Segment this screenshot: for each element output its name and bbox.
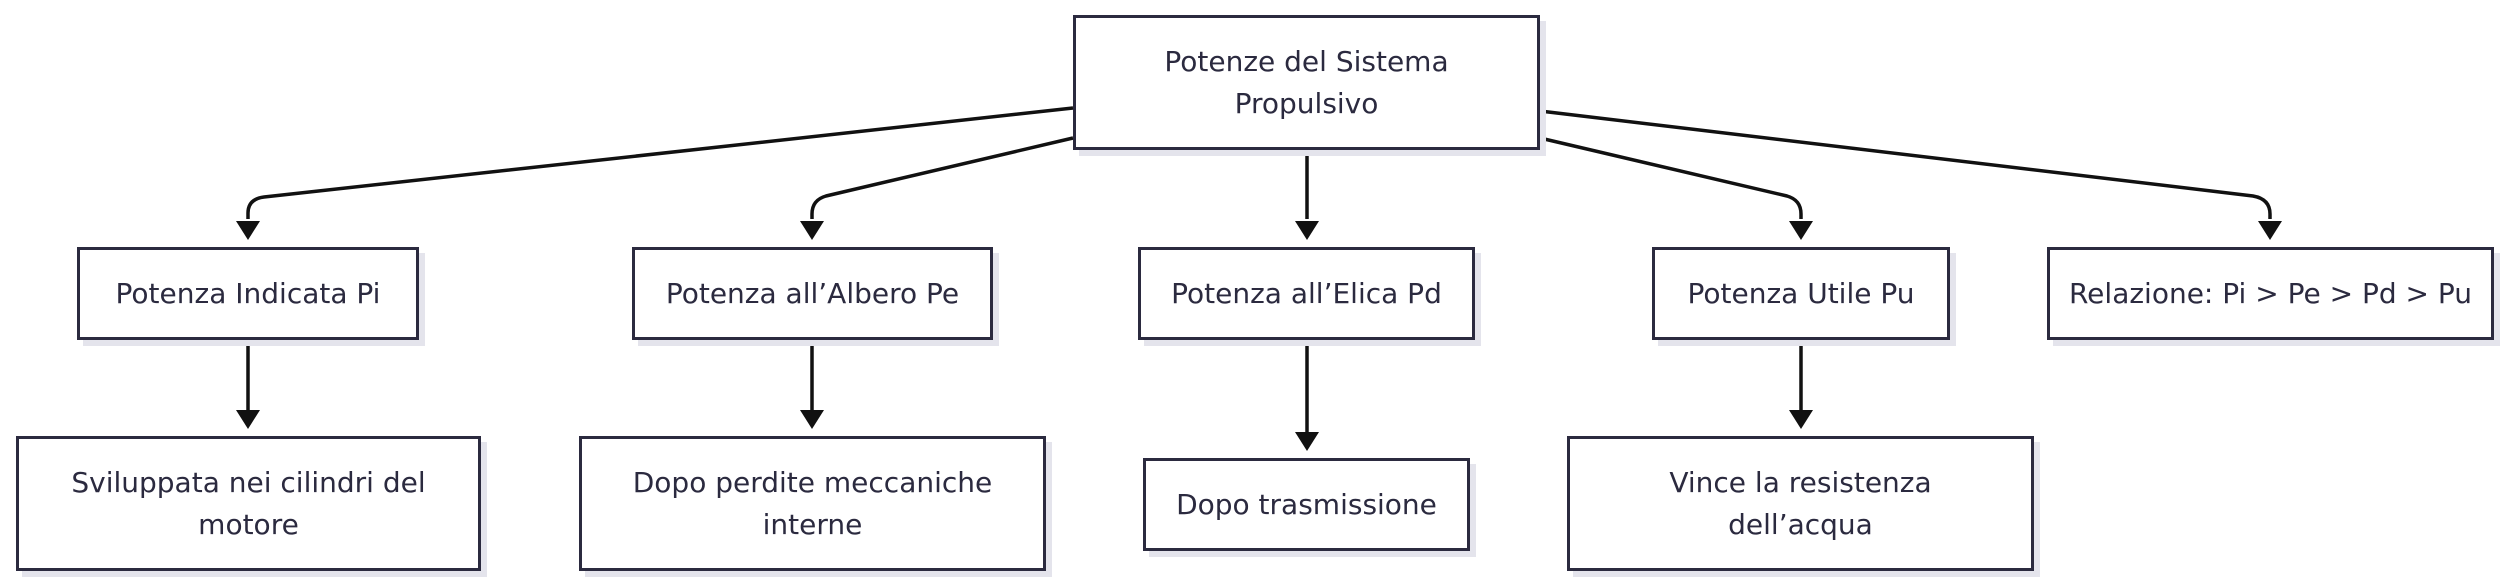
- detail-potenza-indicata-label: Sviluppata nei cilindri del motore: [71, 465, 426, 541]
- edge-root-to-relazione: [1539, 109, 2272, 219]
- node-relazione-label: Relazione: Pi > Pe > Pd > Pu: [2068, 276, 2473, 310]
- node-potenza-indicata: Potenza Indicata Pi: [77, 247, 419, 340]
- node-potenza-albero-label: Potenza all’Albero Pe: [665, 276, 960, 310]
- detail-potenza-utile-label: Vince la resistenza dell’acqua: [1669, 465, 1932, 541]
- root-node-label: Potenze del Sistema Propulsivo: [1164, 44, 1449, 120]
- node-potenza-utile: Potenza Utile Pu: [1652, 247, 1950, 340]
- detail-potenza-indicata: Sviluppata nei cilindri del motore: [16, 436, 481, 571]
- root-node: Potenze del Sistema Propulsivo: [1073, 15, 1540, 150]
- detail-potenza-albero-label: Dopo perdite meccaniche interne: [632, 465, 993, 541]
- node-potenza-utile-label: Potenza Utile Pu: [1687, 276, 1915, 310]
- arrowhead-potenza-albero: [800, 221, 824, 240]
- arrowhead-detail-elica: [1295, 432, 1319, 451]
- edge-root-to-potenza-albero: [810, 136, 1074, 219]
- arrowhead-relazione: [2258, 221, 2282, 240]
- edge-root-to-potenza-indicata: [246, 106, 1074, 219]
- arrowhead-detail-indicata: [236, 410, 260, 429]
- node-potenza-elica: Potenza all’Elica Pd: [1138, 247, 1475, 340]
- arrowhead-potenza-elica: [1295, 221, 1319, 240]
- arrowhead-potenza-utile: [1789, 221, 1813, 240]
- detail-potenza-elica-label: Dopo trasmissione: [1176, 487, 1437, 521]
- detail-potenza-elica: Dopo trasmissione: [1143, 458, 1470, 551]
- arrowhead-detail-albero: [800, 410, 824, 429]
- arrowhead-potenza-indicata: [236, 221, 260, 240]
- node-potenza-albero: Potenza all’Albero Pe: [632, 247, 993, 340]
- detail-potenza-utile: Vince la resistenza dell’acqua: [1567, 436, 2034, 571]
- arrowhead-detail-utile: [1789, 410, 1813, 429]
- node-potenza-elica-label: Potenza all’Elica Pd: [1171, 276, 1442, 310]
- detail-potenza-albero: Dopo perdite meccaniche interne: [579, 436, 1046, 571]
- node-potenza-indicata-label: Potenza Indicata Pi: [115, 276, 381, 310]
- edge-root-to-potenza-utile: [1539, 136, 1803, 219]
- node-relazione: Relazione: Pi > Pe > Pd > Pu: [2047, 247, 2494, 340]
